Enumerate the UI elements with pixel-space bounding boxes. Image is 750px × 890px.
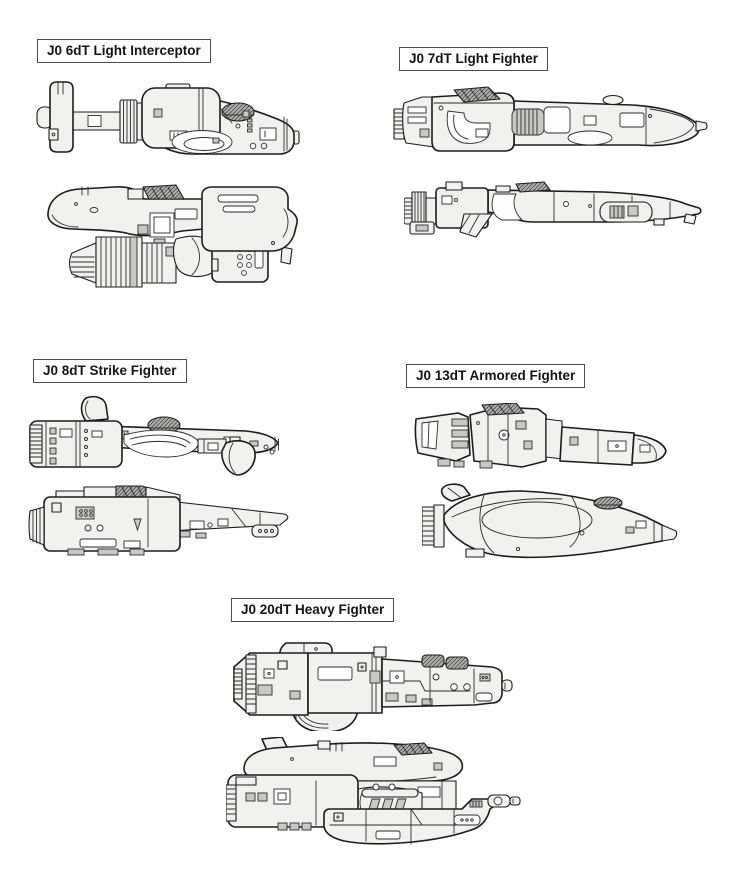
armored-forward-sections <box>545 418 667 466</box>
label-armored-fighter-text: J0 13dT Armored Fighter <box>416 368 576 383</box>
light-fighter-port-drawing <box>404 181 702 238</box>
fighter-landing-skid <box>459 213 493 238</box>
armored-aft-block <box>414 412 471 468</box>
fighter-aft-grille <box>393 96 435 148</box>
strike-side-main-hull <box>28 496 181 556</box>
armored-side-fin <box>440 483 471 502</box>
light-fighter-dorsal-drawing <box>393 86 708 152</box>
light-interceptor-port-drawing <box>47 184 298 288</box>
label-heavy-fighter-text: J0 20dT Heavy Fighter <box>241 602 385 617</box>
label-light-fighter: J0 7dT Light Fighter <box>399 47 549 71</box>
interceptor-ventral-intake <box>171 130 233 154</box>
strike-engine-block <box>29 420 123 468</box>
fighter-cockpit-cavity <box>438 105 491 144</box>
strike-fighter-dorsal-drawing <box>29 395 279 476</box>
label-heavy-fighter: J0 20dT Heavy Fighter <box>231 598 395 622</box>
label-light-interceptor-text: J0 6dT Light Interceptor <box>47 43 201 58</box>
fighter-side-pod <box>599 201 665 226</box>
armored-fighter-port-drawing <box>422 483 678 559</box>
fighter-canopy-hatch <box>453 86 501 103</box>
heavy-fighter-port-drawing <box>226 737 521 845</box>
strike-cowl <box>123 429 199 458</box>
armored-fighter-dorsal-drawing <box>414 403 667 469</box>
label-light-fighter-text: J0 7dT Light Fighter <box>409 51 539 66</box>
heavy-mid-hull <box>307 652 383 714</box>
interceptor-side-upper-hull <box>47 184 205 250</box>
interceptor-side-engines <box>68 235 221 288</box>
label-armored-fighter: J0 13dT Armored Fighter <box>406 364 586 388</box>
strike-ventral-pod <box>197 436 256 476</box>
heavy-aft-engine-block <box>233 652 309 716</box>
armored-mid-section <box>469 403 547 469</box>
label-strike-fighter: J0 8dT Strike Fighter <box>33 359 187 383</box>
label-light-interceptor: J0 6dT Light Interceptor <box>37 39 211 63</box>
heavy-fighter-dorsal-drawing <box>233 642 513 731</box>
fighter-side-hull <box>487 181 702 225</box>
interceptor-side-aft-block <box>201 186 298 283</box>
interceptor-tail-assembly <box>36 81 125 153</box>
armored-side-engine <box>422 504 445 548</box>
heavy-side-lower-slab <box>323 794 521 845</box>
strike-fighter-port-drawing <box>28 485 289 556</box>
armored-side-body <box>443 490 678 559</box>
interceptor-nose-details <box>220 108 288 152</box>
label-strike-fighter-text: J0 8dT Strike Fighter <box>43 363 177 378</box>
heavy-forward-slab <box>373 646 513 708</box>
light-interceptor-dorsal-drawing <box>36 81 300 155</box>
fighter-mid-details <box>511 106 652 146</box>
